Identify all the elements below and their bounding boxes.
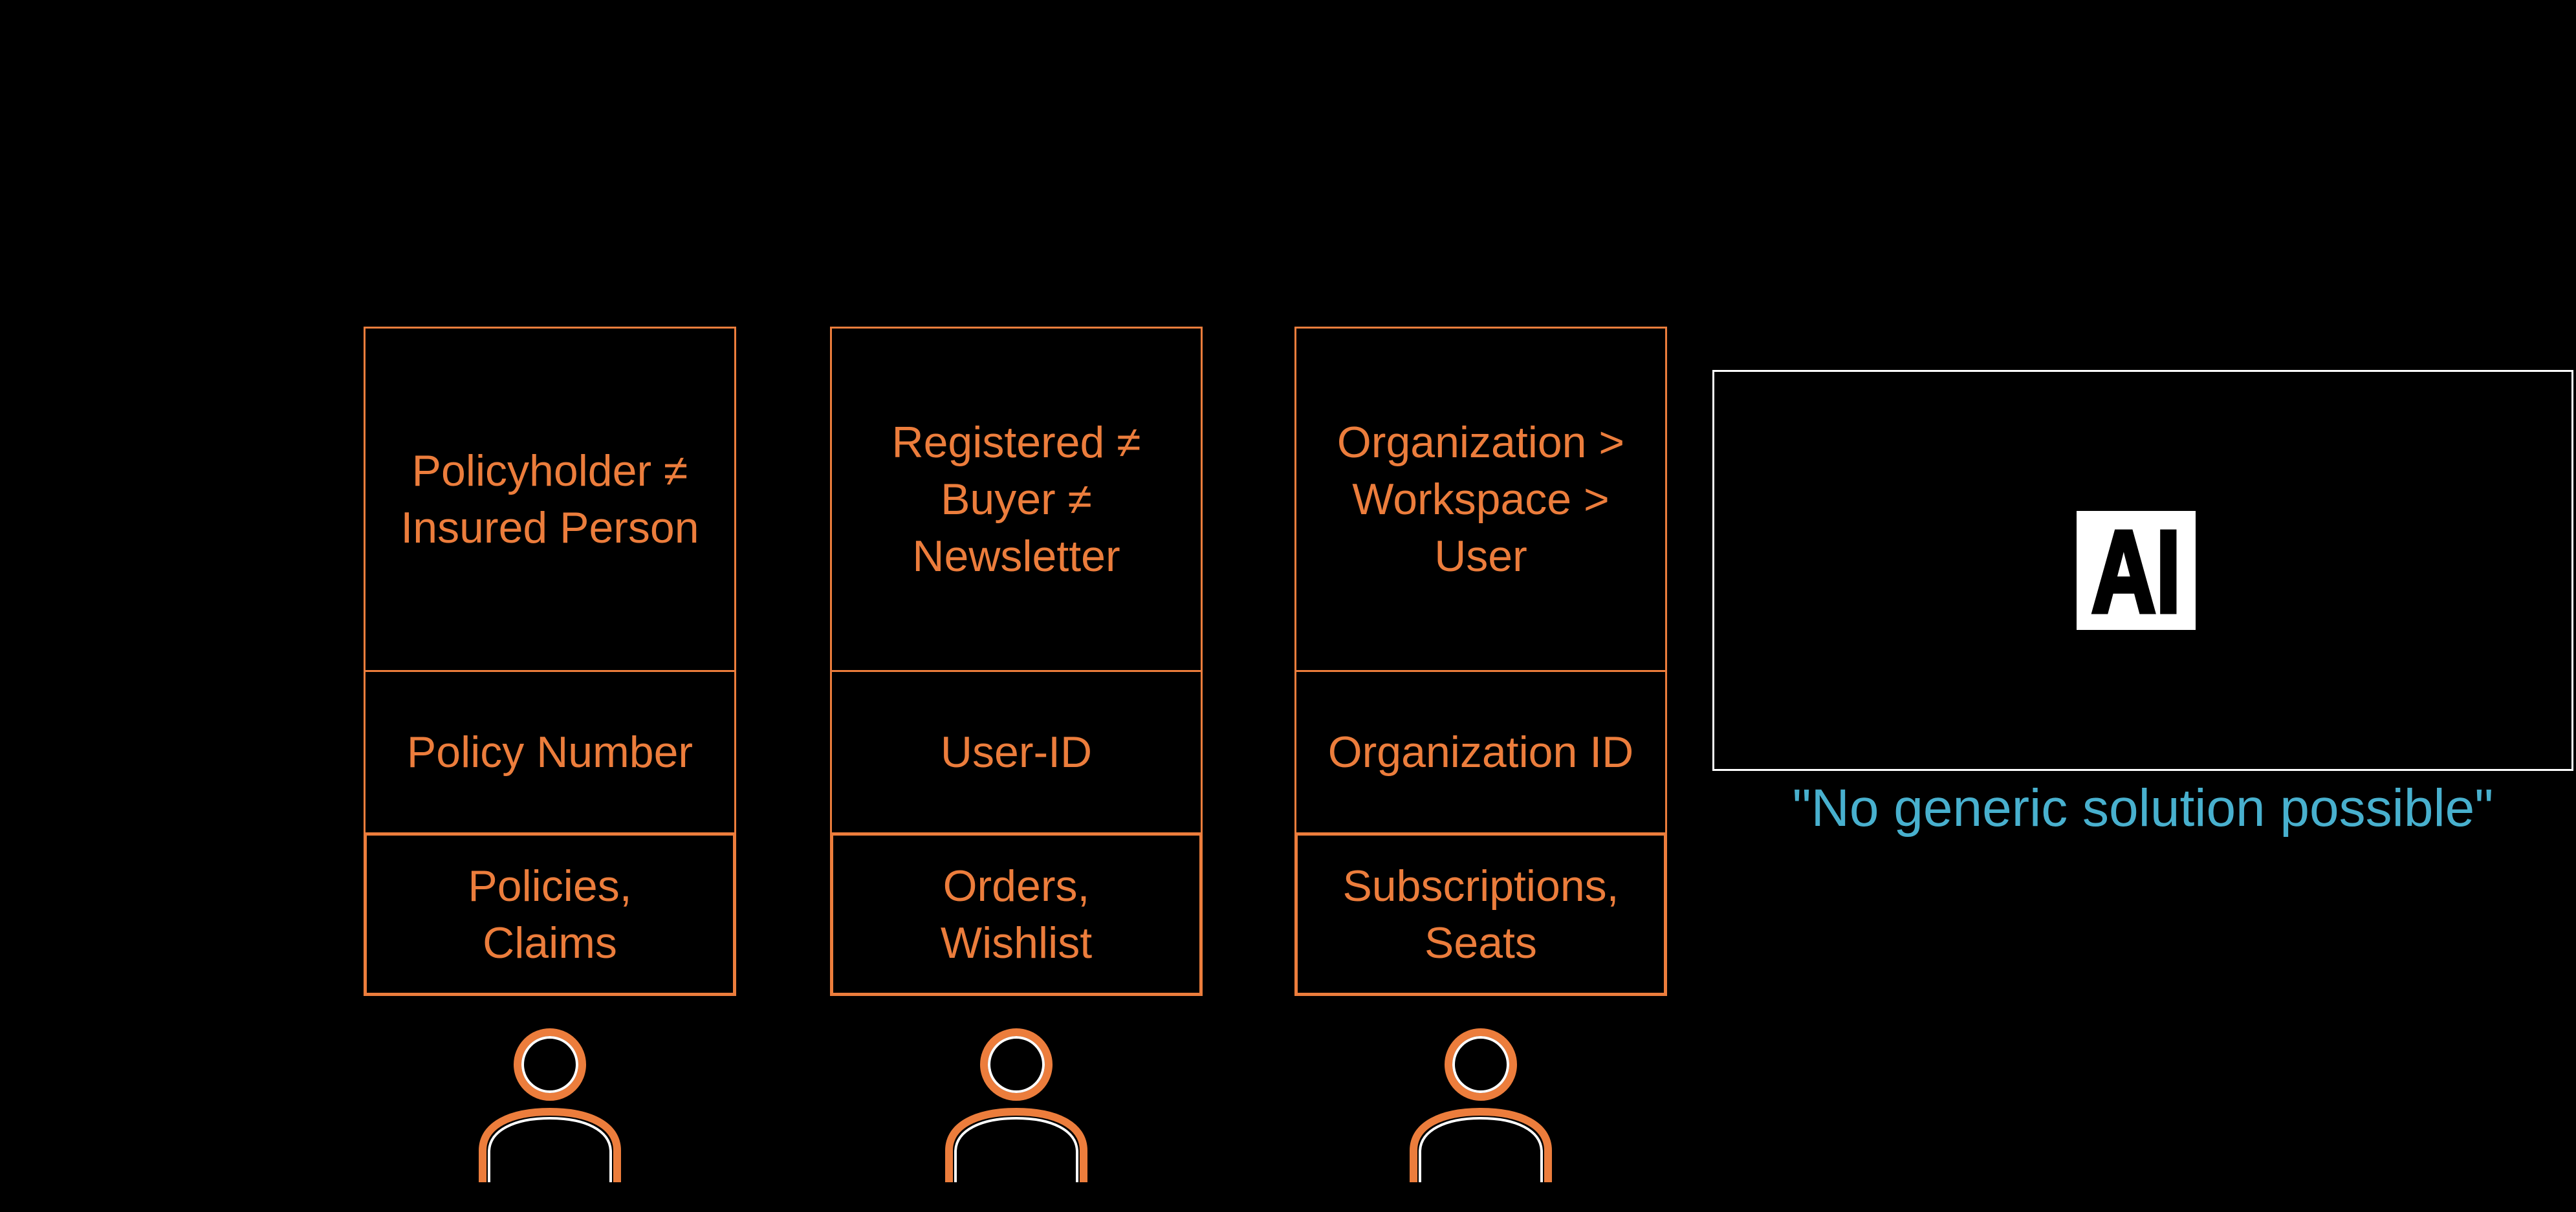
card-asset-line: Claims [483,918,617,968]
card-role-line: Buyer ≠ [941,475,1092,524]
card-assets-section: Policies, Claims [364,832,736,996]
person-icon [1410,1028,1552,1182]
card-asset-line: Wishlist [940,918,1093,968]
card-roles-section: Registered ≠ Buyer ≠ Newsletter [830,327,1203,672]
card-asset-line: Seats [1424,918,1537,968]
card-identifier: Organization ID [1327,728,1634,777]
card-roles-section: Organization > Workspace > User [1294,327,1667,672]
card-role-line: Newsletter [912,532,1120,581]
entity-card-insurance: Policyholder ≠ Insured Person Policy Num… [364,327,736,996]
card-role-line: Workspace > [1352,475,1610,524]
card-identifier: User-ID [940,728,1093,777]
card-identifier-section: Policy Number [364,670,736,834]
entity-card-ecommerce: Registered ≠ Buyer ≠ Newsletter User-ID … [830,327,1203,996]
card-role-line: Insured Person [400,503,699,552]
card-identifier: Policy Number [406,728,693,777]
card-role-line: User [1434,532,1527,581]
card-asset-line: Policies, [468,861,632,911]
card-role-line: Registered ≠ [891,418,1141,467]
card-asset-line: Subscriptions, [1342,861,1619,911]
card-role-line: Organization > [1337,418,1625,467]
person-icon [945,1028,1087,1182]
card-roles-section: Policyholder ≠ Insured Person [364,327,736,672]
card-assets-section: Subscriptions, Seats [1294,832,1667,996]
ai-logo-text: AI [2091,511,2181,630]
ai-logo-glyph: AI [2090,505,2183,640]
card-asset-line: Orders, [943,861,1090,911]
card-role-line: Policyholder ≠ [411,446,688,495]
card-assets-section: Orders, Wishlist [830,832,1203,996]
entity-card-organization: Organization > Workspace > User Organiza… [1294,327,1667,996]
card-identifier-section: Organization ID [1294,670,1667,834]
card-identifier-section: User-ID [830,670,1203,834]
ai-logo-icon: AI [2077,505,2196,640]
person-icon [479,1028,621,1182]
ai-caption: "No generic solution possible" [1792,779,2494,838]
ai-panel: AI [1712,370,2573,771]
